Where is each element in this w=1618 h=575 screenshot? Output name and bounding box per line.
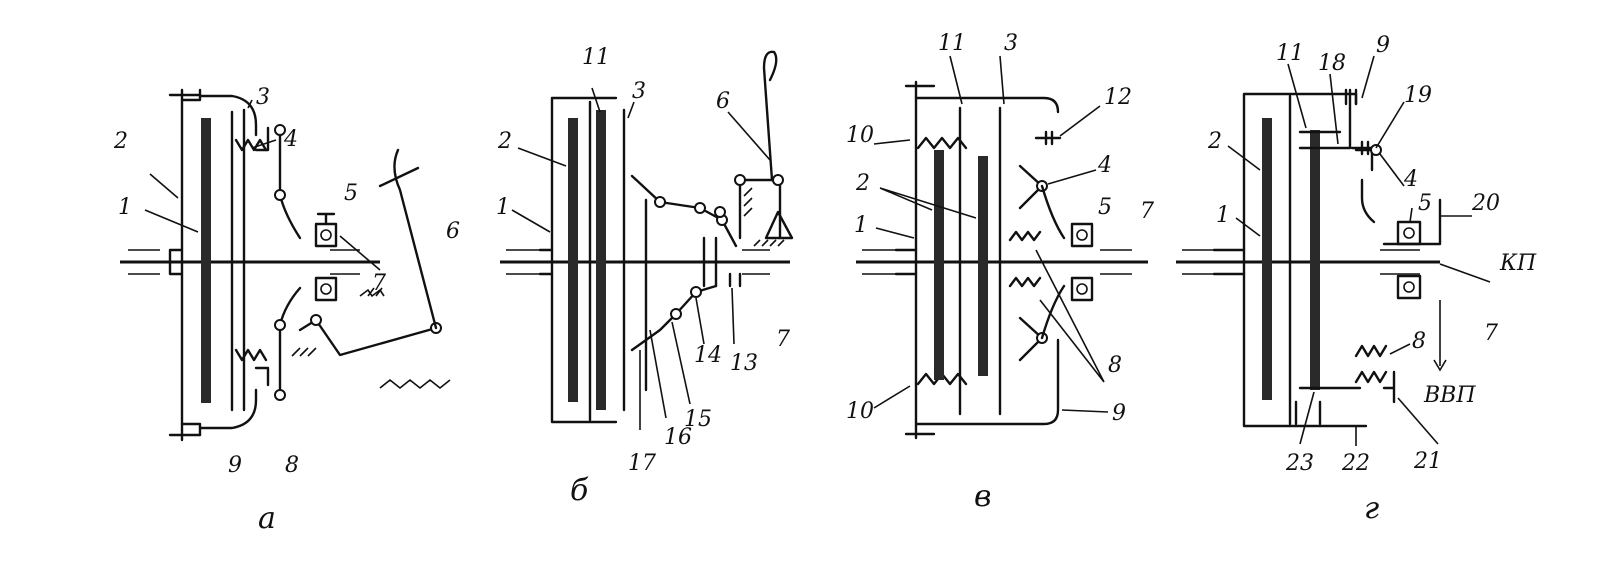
label-v-4: 4 bbox=[1097, 153, 1112, 178]
label-g-7: 7 bbox=[1484, 321, 1498, 346]
diagram-b bbox=[500, 50, 794, 430]
diagram-v-labels: 1 2 3 4 5 7 8 9 10 10 11 12 в bbox=[846, 31, 1154, 514]
diagram-a-labels: 1 2 3 4 5 6 7 8 9 а bbox=[113, 85, 460, 536]
label-a-6: 6 bbox=[446, 219, 460, 244]
label-a-7: 7 bbox=[372, 271, 386, 296]
caption-v: в bbox=[974, 479, 991, 514]
label-g-11: 11 bbox=[1276, 41, 1304, 66]
label-a-9: 9 bbox=[228, 453, 242, 478]
diagram-a bbox=[120, 88, 451, 442]
label-v-8: 8 bbox=[1108, 353, 1122, 378]
label-a-4: 4 bbox=[283, 127, 298, 152]
label-a-3: 3 bbox=[256, 85, 270, 110]
label-a-5: 5 bbox=[344, 181, 358, 206]
label-g-vvp: ВВП bbox=[1423, 383, 1476, 408]
caption-b: б bbox=[570, 473, 589, 508]
driven-disc-2b-v bbox=[978, 156, 988, 376]
diagram-b-labels: 1 2 3 6 7 11 13 14 15 16 17 б bbox=[496, 45, 790, 508]
label-g-19: 19 bbox=[1404, 83, 1432, 108]
driven-disc-2a-v bbox=[934, 150, 944, 380]
diagram-v bbox=[856, 55, 1148, 440]
label-v-11: 11 bbox=[938, 31, 966, 56]
label-b-11: 11 bbox=[582, 45, 610, 70]
driven-disc-2-b bbox=[568, 118, 578, 402]
label-b-17: 17 bbox=[628, 451, 656, 476]
caption-g: г bbox=[1364, 491, 1379, 526]
driven-disc-2 bbox=[201, 118, 211, 403]
label-g-4: 4 bbox=[1403, 167, 1418, 192]
label-b-2: 2 bbox=[497, 129, 512, 154]
label-a-8: 8 bbox=[285, 453, 299, 478]
label-b-13: 13 bbox=[730, 351, 758, 376]
label-g-22: 22 bbox=[1341, 451, 1370, 476]
driven-disc-2-g bbox=[1262, 118, 1272, 400]
label-g-2: 2 bbox=[1207, 129, 1222, 154]
label-g-20: 20 bbox=[1471, 191, 1500, 216]
label-b-14: 14 bbox=[694, 343, 722, 368]
label-a-1: 1 bbox=[118, 195, 132, 220]
label-v-12: 12 bbox=[1104, 85, 1132, 110]
label-v-5: 5 bbox=[1098, 195, 1112, 220]
label-b-1: 1 bbox=[496, 195, 510, 220]
label-g-18: 18 bbox=[1318, 51, 1346, 76]
caption-a: а bbox=[258, 501, 276, 536]
label-b-7: 7 bbox=[776, 327, 790, 352]
label-v-9: 9 bbox=[1112, 401, 1126, 426]
label-g-5: 5 bbox=[1418, 191, 1432, 216]
label-b-3: 3 bbox=[632, 79, 646, 104]
label-b-16: 16 bbox=[664, 425, 692, 450]
label-g-kp: КП bbox=[1499, 251, 1537, 276]
label-g-1: 1 bbox=[1216, 203, 1230, 228]
label-g-21: 21 bbox=[1413, 449, 1442, 474]
diagram-g bbox=[1176, 55, 1491, 446]
label-v-7: 7 bbox=[1140, 199, 1154, 224]
label-v-1: 1 bbox=[854, 213, 868, 238]
driven-disc-11-b bbox=[596, 110, 606, 410]
diagram-g-labels: 1 2 4 5 7 8 9 11 18 19 20 21 22 23 КП ВВ… bbox=[1207, 33, 1537, 526]
label-g-8: 8 bbox=[1412, 329, 1426, 354]
label-v-10a: 10 bbox=[846, 123, 874, 148]
label-b-6: 6 bbox=[716, 89, 730, 114]
label-v-3: 3 bbox=[1004, 31, 1018, 56]
label-v-10b: 10 bbox=[846, 399, 874, 424]
label-a-2: 2 bbox=[113, 129, 128, 154]
label-g-9: 9 bbox=[1376, 33, 1390, 58]
driven-disc-23-g bbox=[1310, 130, 1320, 390]
label-b-15: 15 bbox=[684, 407, 712, 432]
label-g-23: 23 bbox=[1285, 451, 1314, 476]
label-v-2: 2 bbox=[855, 171, 870, 196]
